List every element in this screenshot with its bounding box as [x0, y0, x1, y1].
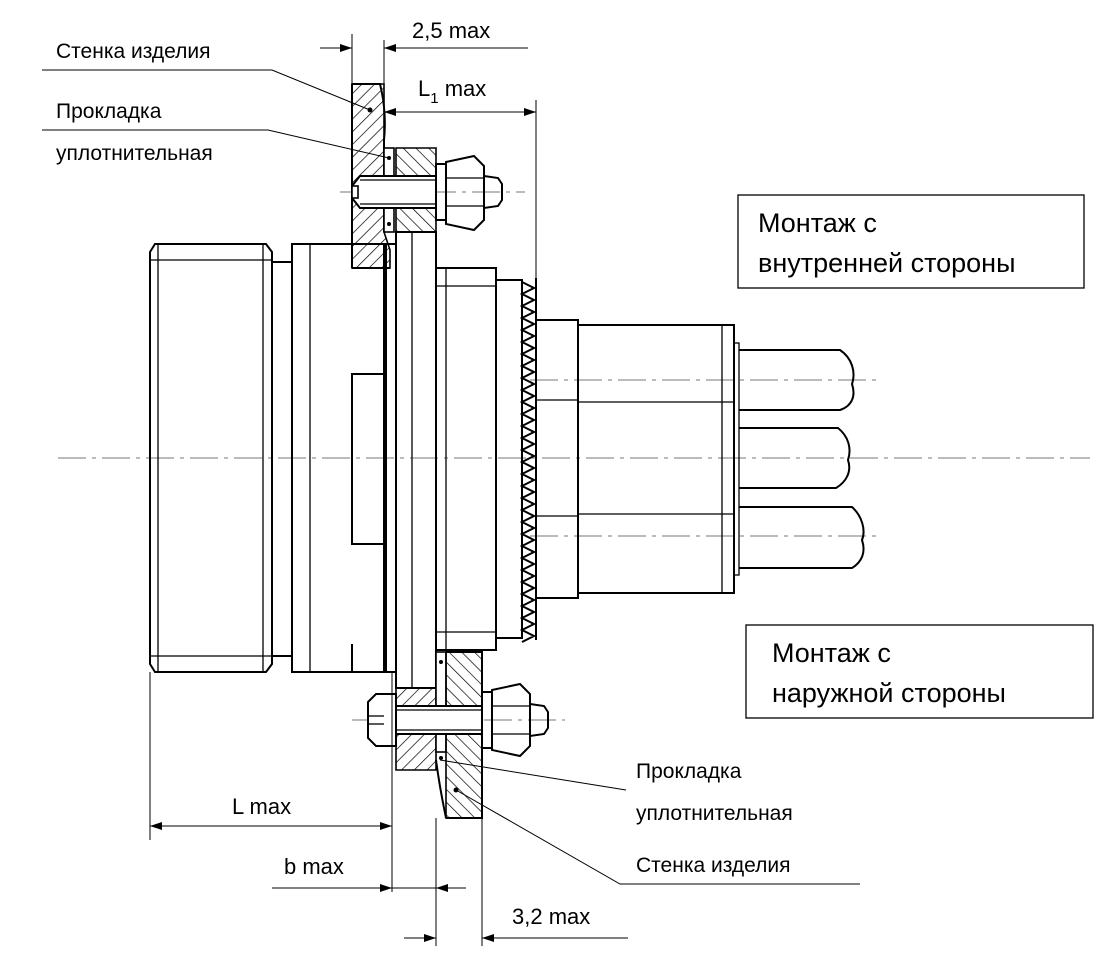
dim-2-5-max: 2,5 max [412, 18, 490, 43]
leader-lines [42, 69, 860, 885]
dim-l1-subscript: 1 [430, 90, 438, 107]
cable-clamp [535, 319, 740, 599]
dim-l1-suffix: max [439, 76, 487, 101]
box-inside-line2: внутренней стороны [758, 248, 1016, 278]
box-outside-line2: наружной стороны [772, 678, 1006, 708]
label-gasket-bottom-2: уплотнительная [636, 802, 793, 825]
dim-3-2-max: 3,2 max [512, 904, 590, 929]
label-gasket-top-2: уплотнительная [56, 142, 213, 165]
box-inside-mounting: Монтаж с внутренней стороны [737, 194, 1085, 289]
cables [739, 349, 865, 569]
dim-l-max: L max [232, 794, 291, 819]
label-gasket-bottom-1: Прокладка [636, 760, 742, 783]
bottom-mount [367, 651, 549, 819]
dimension-lines [150, 44, 628, 942]
extension-lines [149, 34, 537, 946]
svg-text:L1 max: L1 max [418, 76, 486, 107]
flange [395, 231, 437, 689]
label-wall-top: Стенка изделия [56, 40, 210, 63]
box-outside-mounting: Монтаж с наружной стороны [745, 624, 1094, 719]
box-outside-line1: Монтаж с [772, 638, 891, 668]
dim-l1-letter: L [418, 76, 430, 101]
dim-l1-max: L1 max [418, 76, 486, 107]
label-gasket-top-1: Прокладка [56, 100, 162, 123]
box-inside-line1: Монтаж с [758, 208, 877, 238]
rear-body [435, 267, 537, 651]
dim-b-max: b max [284, 854, 344, 879]
label-wall-bottom: Стенка изделия [636, 854, 790, 877]
